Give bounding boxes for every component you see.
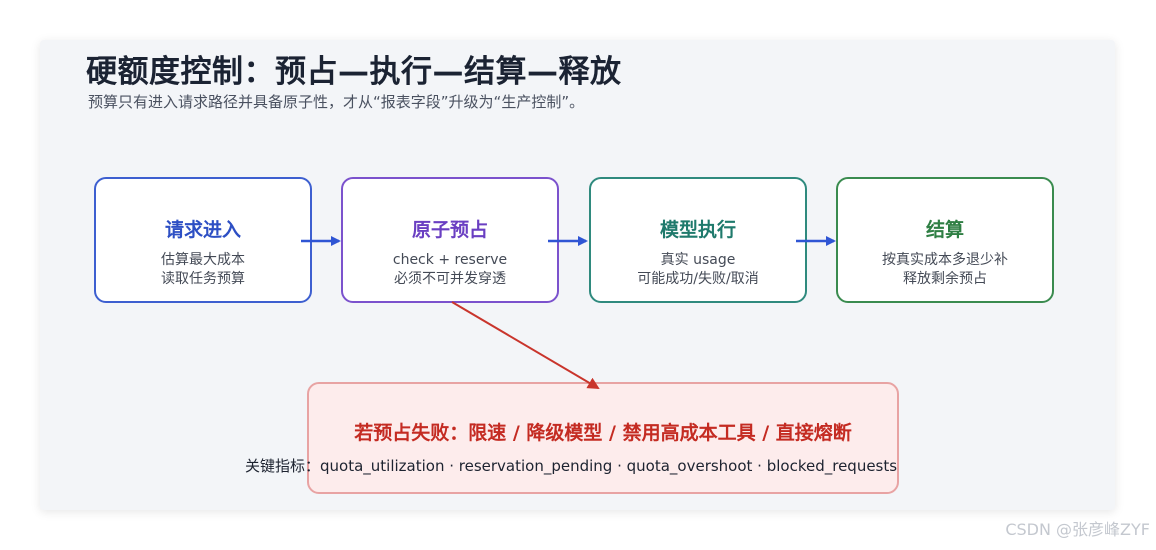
- step-detail: 释放剩余预占: [903, 271, 987, 287]
- step-detail: 估算最大成本: [161, 252, 245, 268]
- step-detail: 按真实成本多退少补: [882, 252, 1008, 268]
- step-detail: 真实 usage: [660, 252, 736, 268]
- step-detail: 必须不可并发穿透: [394, 271, 506, 287]
- failure-box: 若预占失败：限速 / 降级模型 / 禁用高成本工具 / 直接熔断: [307, 382, 899, 494]
- step-title: 原子预占: [411, 219, 488, 241]
- key-metrics: 关键指标：quota_utilization · reservation_pen…: [245, 457, 898, 475]
- step-title: 模型执行: [659, 219, 736, 241]
- page-subtitle: 预算只有进入请求路径并具备原子性，才从“报表字段”升级为“生产控制”。: [88, 93, 585, 111]
- step-detail: 读取任务预算: [161, 271, 245, 287]
- step-title: 请求进入: [164, 219, 241, 241]
- page-title: 硬额度控制：预占—执行—结算—释放: [86, 54, 622, 90]
- arrow-reserve-to-failure: [451, 301, 600, 390]
- step-settle: 结算 按真实成本多退少补 释放剩余预占: [836, 177, 1054, 303]
- watermark: CSDN @张彦峰ZYF: [1005, 520, 1150, 539]
- step-detail: 可能成功/失败/取消: [637, 271, 759, 287]
- step-detail: check + reserve: [392, 252, 508, 268]
- failure-title: 若预占失败：限速 / 降级模型 / 禁用高成本工具 / 直接熔断: [354, 422, 852, 444]
- step-atomic-reserve: 原子预占 check + reserve 必须不可并发穿透: [341, 177, 559, 303]
- step-title: 结算: [925, 219, 964, 241]
- step-model-execute: 模型执行 真实 usage 可能成功/失败/取消: [589, 177, 807, 303]
